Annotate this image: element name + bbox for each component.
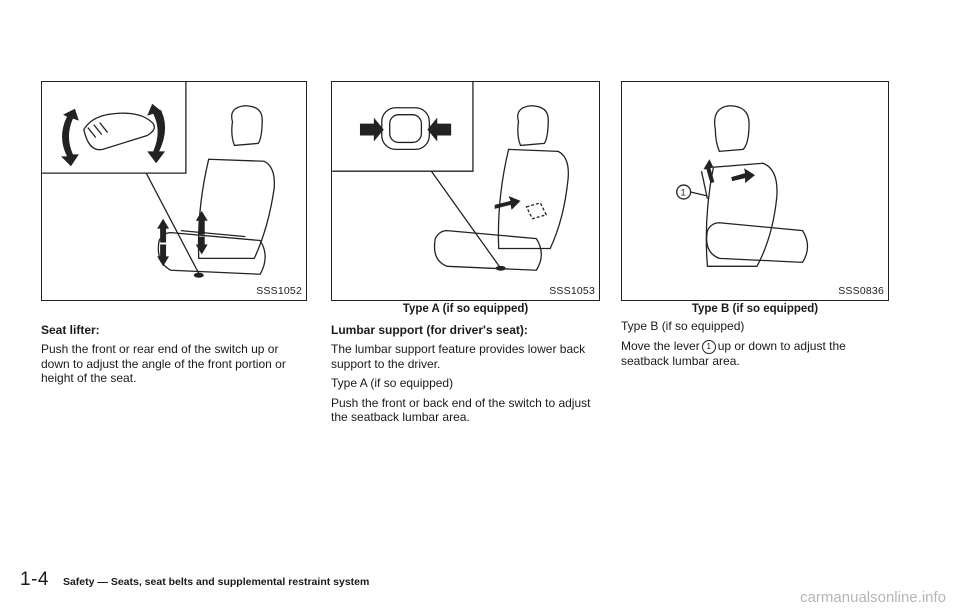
callout-number: 1 bbox=[681, 187, 686, 197]
footer-section-title: Safety — Seats, seat belts and supplemen… bbox=[62, 576, 370, 588]
paragraph: Push the front or back end of the switch… bbox=[331, 395, 591, 425]
figure-caption: Type A (if so equipped) bbox=[402, 303, 529, 315]
paragraph: Type B (if so equipped) bbox=[621, 319, 745, 333]
figure-lumbar-type-a: SSS1053 bbox=[331, 81, 600, 301]
page-number: 1-4 bbox=[20, 569, 49, 590]
figure-caption: Type B (if so equipped) bbox=[691, 303, 819, 315]
paragraph: Type A (if so equipped) bbox=[331, 376, 454, 390]
figure-code: SSS1052 bbox=[256, 285, 302, 297]
callout-circle-1: 1 bbox=[701, 339, 716, 354]
watermark: carmanualsonline.info bbox=[800, 589, 946, 606]
seat-lifter-illustration bbox=[42, 82, 276, 278]
figure-seat-lifter: SSS1052 bbox=[41, 81, 307, 301]
section-heading: Seat lifter: bbox=[41, 323, 100, 337]
paragraph: Push the front or rear end of the switch… bbox=[41, 342, 286, 385]
column-lumbar-type-b: 1 SSS0836 Type B (if so equipped) Type B… bbox=[621, 81, 889, 373]
section-heading: Lumbar support (for driver's seat): bbox=[331, 323, 528, 337]
text-fragment: up or down to adjust the seatback lumbar… bbox=[621, 338, 846, 368]
lumbar-switch-illustration bbox=[332, 82, 569, 271]
paragraph: The lumbar support feature provides lowe… bbox=[331, 342, 586, 371]
figure-lumbar-type-b: 1 SSS0836 bbox=[621, 81, 889, 301]
text-fragment: Move the lever bbox=[621, 338, 700, 353]
column-seat-lifter: SSS1052 Seat lifter: Push the front or r… bbox=[41, 81, 307, 391]
page-footer: 1-4 Safety — Seats, seat belts and suppl… bbox=[20, 569, 369, 591]
lumbar-lever-illustration: 1 bbox=[676, 105, 809, 267]
column-lumbar-type-a: SSS1053 Type A (if so equipped) Lumbar s… bbox=[331, 81, 600, 430]
figure-caption bbox=[41, 303, 307, 319]
figure-code: SSS0836 bbox=[838, 285, 884, 297]
figure-code: SSS1053 bbox=[549, 285, 595, 297]
